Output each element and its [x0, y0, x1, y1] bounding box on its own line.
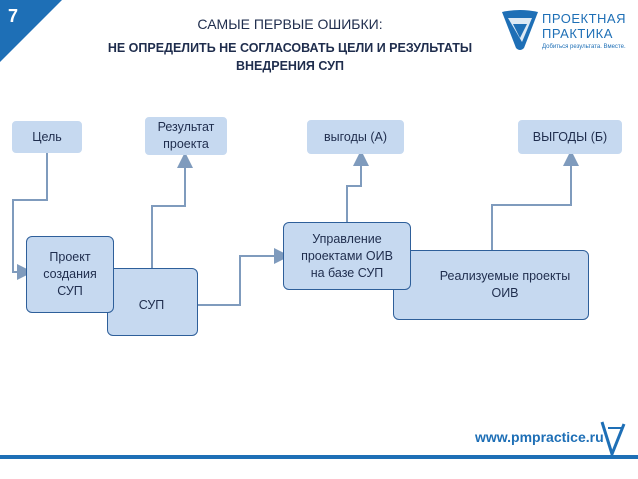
logo-text-2: ПРАКТИКА [542, 26, 613, 41]
connector-sup-to-result [151, 152, 193, 268]
sup-node: СУП [107, 268, 198, 336]
slide-title: САМЫЕ ПЕРВЫЕ ОШИБКИ: [197, 16, 383, 32]
logo: ПРОЕКТНАЯ ПРАКТИКА Добиться результата. … [500, 8, 635, 60]
connector-mgmt-to-benefits-a [346, 150, 369, 222]
slide-number: 7 [8, 6, 19, 26]
footer-url[interactable]: www.pmpractice.ru [475, 429, 604, 445]
subtitle-line-1: НЕ ОПРЕДЕЛИТЬ НЕ СОГЛАСОВАТЬ ЦЕЛИ И РЕЗУ… [107, 41, 473, 55]
slide-subtitle: НЕ ОПРЕДЕЛИТЬ НЕ СОГЛАСОВАТЬ ЦЕЛИ И РЕЗУ… [70, 39, 510, 75]
logo-mark-icon [502, 10, 538, 50]
benefits-a-label: выгоды (А) [323, 129, 387, 144]
slide-corner [0, 0, 62, 62]
benefits-b-node: ВЫГОДЫ (Б) [518, 120, 622, 154]
connector-impl-to-benefits-b [491, 150, 579, 250]
benefits-b-label: ВЫГОДЫ (Б) [532, 129, 608, 144]
footer-line [0, 455, 638, 459]
logo-tagline: Добиться результата. Вместе. [542, 44, 626, 50]
sup-label: СУП [138, 297, 165, 312]
subtitle-line-2: ВНЕДРЕНИЯ СУП [235, 59, 345, 73]
connector-goal-to-project [12, 153, 48, 280]
goal-label: Цель [32, 129, 62, 144]
logo-text-1: ПРОЕКТНАЯ [542, 11, 626, 26]
benefits-a-node: выгоды (А) [307, 120, 404, 154]
connector-sup-to-mgmt [197, 248, 290, 306]
footer-logo-icon [600, 421, 626, 459]
goal-node: Цель [12, 121, 82, 153]
